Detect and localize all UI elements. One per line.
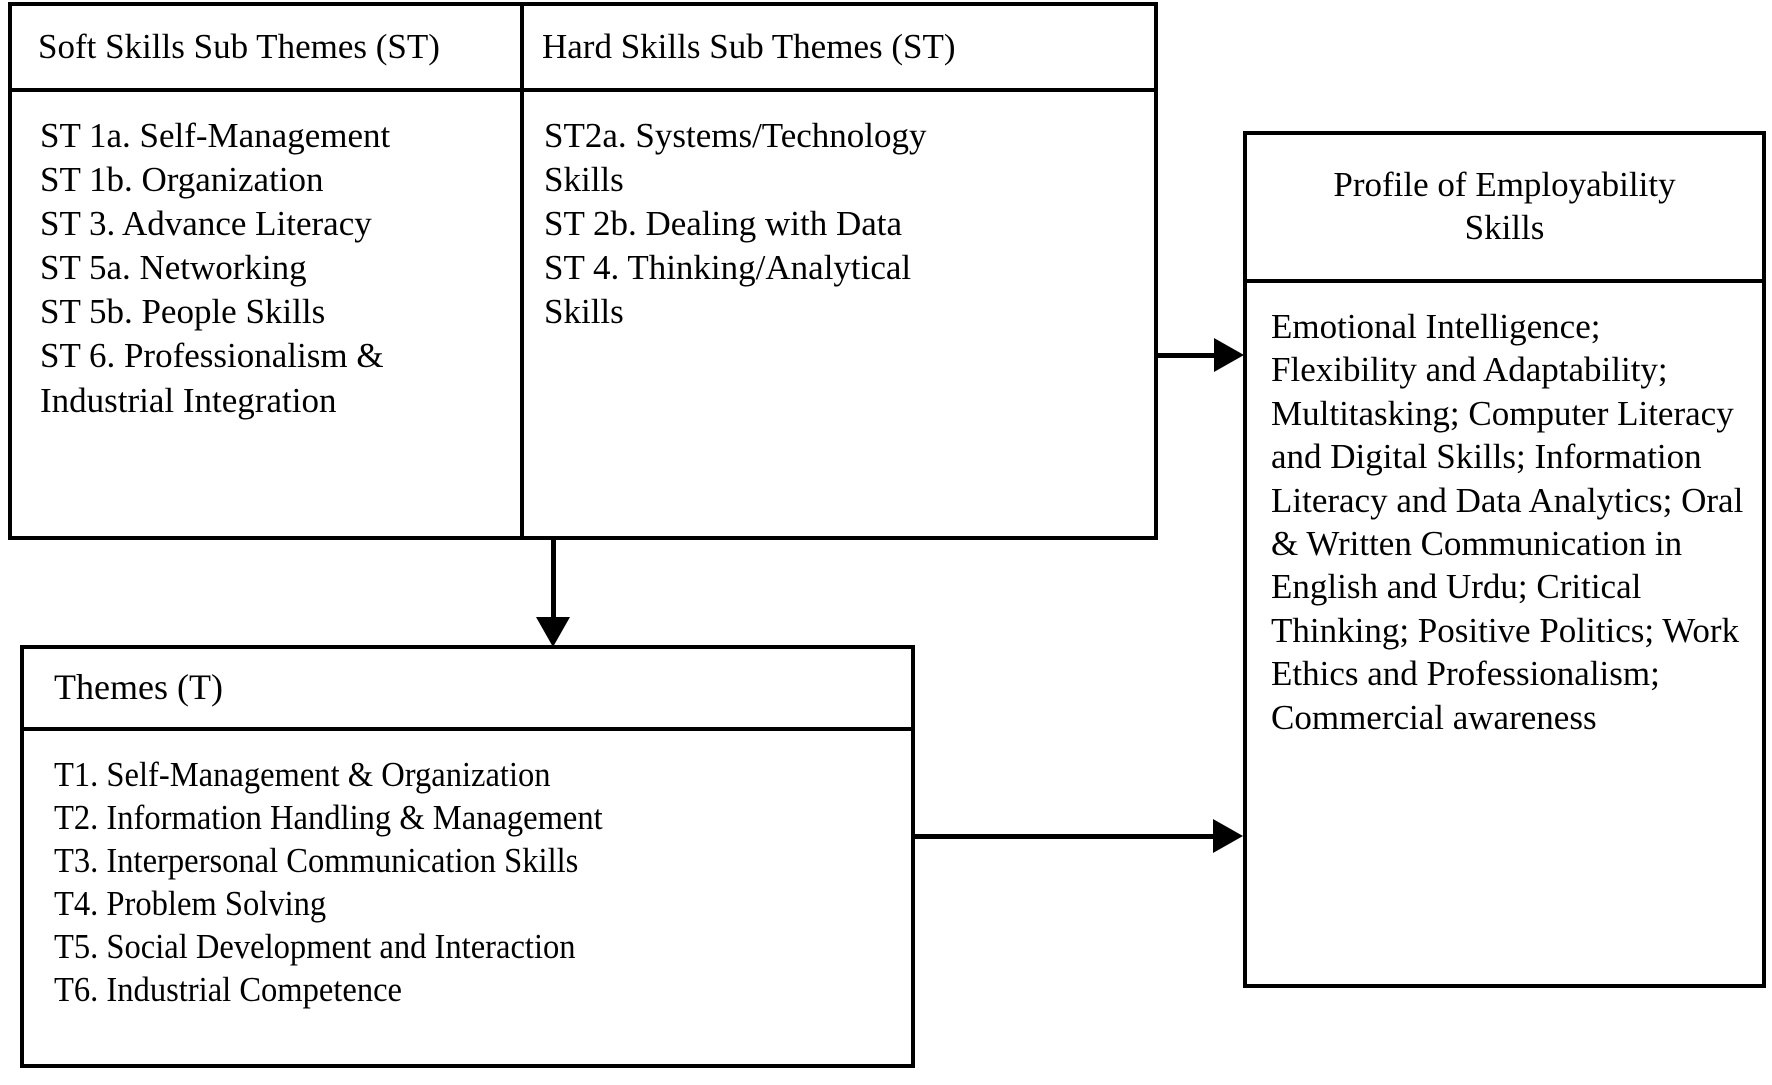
arrow-themes-to-profile-head bbox=[1213, 819, 1243, 853]
themes-list: T1. Self-Management & Organization T2. I… bbox=[24, 731, 911, 1064]
hard-skills-header-label: Hard Skills Sub Themes (ST) bbox=[542, 26, 956, 66]
themes-list-text: T1. Self-Management & Organization T2. I… bbox=[54, 755, 603, 1010]
profile-header: Profile of Employability Skills bbox=[1247, 135, 1762, 283]
sub-themes-columns: Soft Skills Sub Themes (ST) ST 1a. Self-… bbox=[12, 6, 1154, 536]
arrow-subthemes-to-themes-head bbox=[536, 617, 570, 647]
themes-header: Themes (T) bbox=[24, 649, 911, 731]
themes-box: Themes (T) T1. Self-Management & Organiz… bbox=[20, 645, 915, 1068]
profile-body-text: Emotional Intelligence; Flexibility and … bbox=[1271, 307, 1744, 737]
hard-skills-list-text: ST2a. Systems/Technology Skills ST 2b. D… bbox=[544, 116, 927, 332]
profile-box: Profile of Employability Skills Emotiona… bbox=[1243, 131, 1766, 988]
arrow-subthemes-to-profile-head bbox=[1214, 338, 1244, 372]
soft-skills-header: Soft Skills Sub Themes (ST) bbox=[12, 6, 520, 92]
hard-skills-column: Hard Skills Sub Themes (ST) ST2a. System… bbox=[524, 6, 1154, 536]
soft-skills-list-text: ST 1a. Self-Management ST 1b. Organizati… bbox=[40, 116, 391, 420]
arrow-themes-to-profile-line bbox=[915, 834, 1215, 839]
arrow-subthemes-to-themes-line bbox=[551, 538, 556, 621]
themes-header-label: Themes (T) bbox=[54, 667, 223, 708]
sub-themes-box: Soft Skills Sub Themes (ST) ST 1a. Self-… bbox=[8, 2, 1158, 540]
soft-skills-list: ST 1a. Self-Management ST 1b. Organizati… bbox=[12, 92, 520, 536]
hard-skills-header: Hard Skills Sub Themes (ST) bbox=[524, 6, 1154, 92]
hard-skills-list: ST2a. Systems/Technology Skills ST 2b. D… bbox=[524, 92, 1154, 536]
profile-content: Emotional Intelligence; Flexibility and … bbox=[1247, 283, 1762, 984]
soft-skills-header-label: Soft Skills Sub Themes (ST) bbox=[38, 26, 440, 66]
soft-skills-column: Soft Skills Sub Themes (ST) ST 1a. Self-… bbox=[12, 6, 524, 536]
arrow-subthemes-to-profile-line bbox=[1158, 353, 1216, 358]
profile-header-label: Profile of Employability Skills bbox=[1333, 165, 1676, 247]
